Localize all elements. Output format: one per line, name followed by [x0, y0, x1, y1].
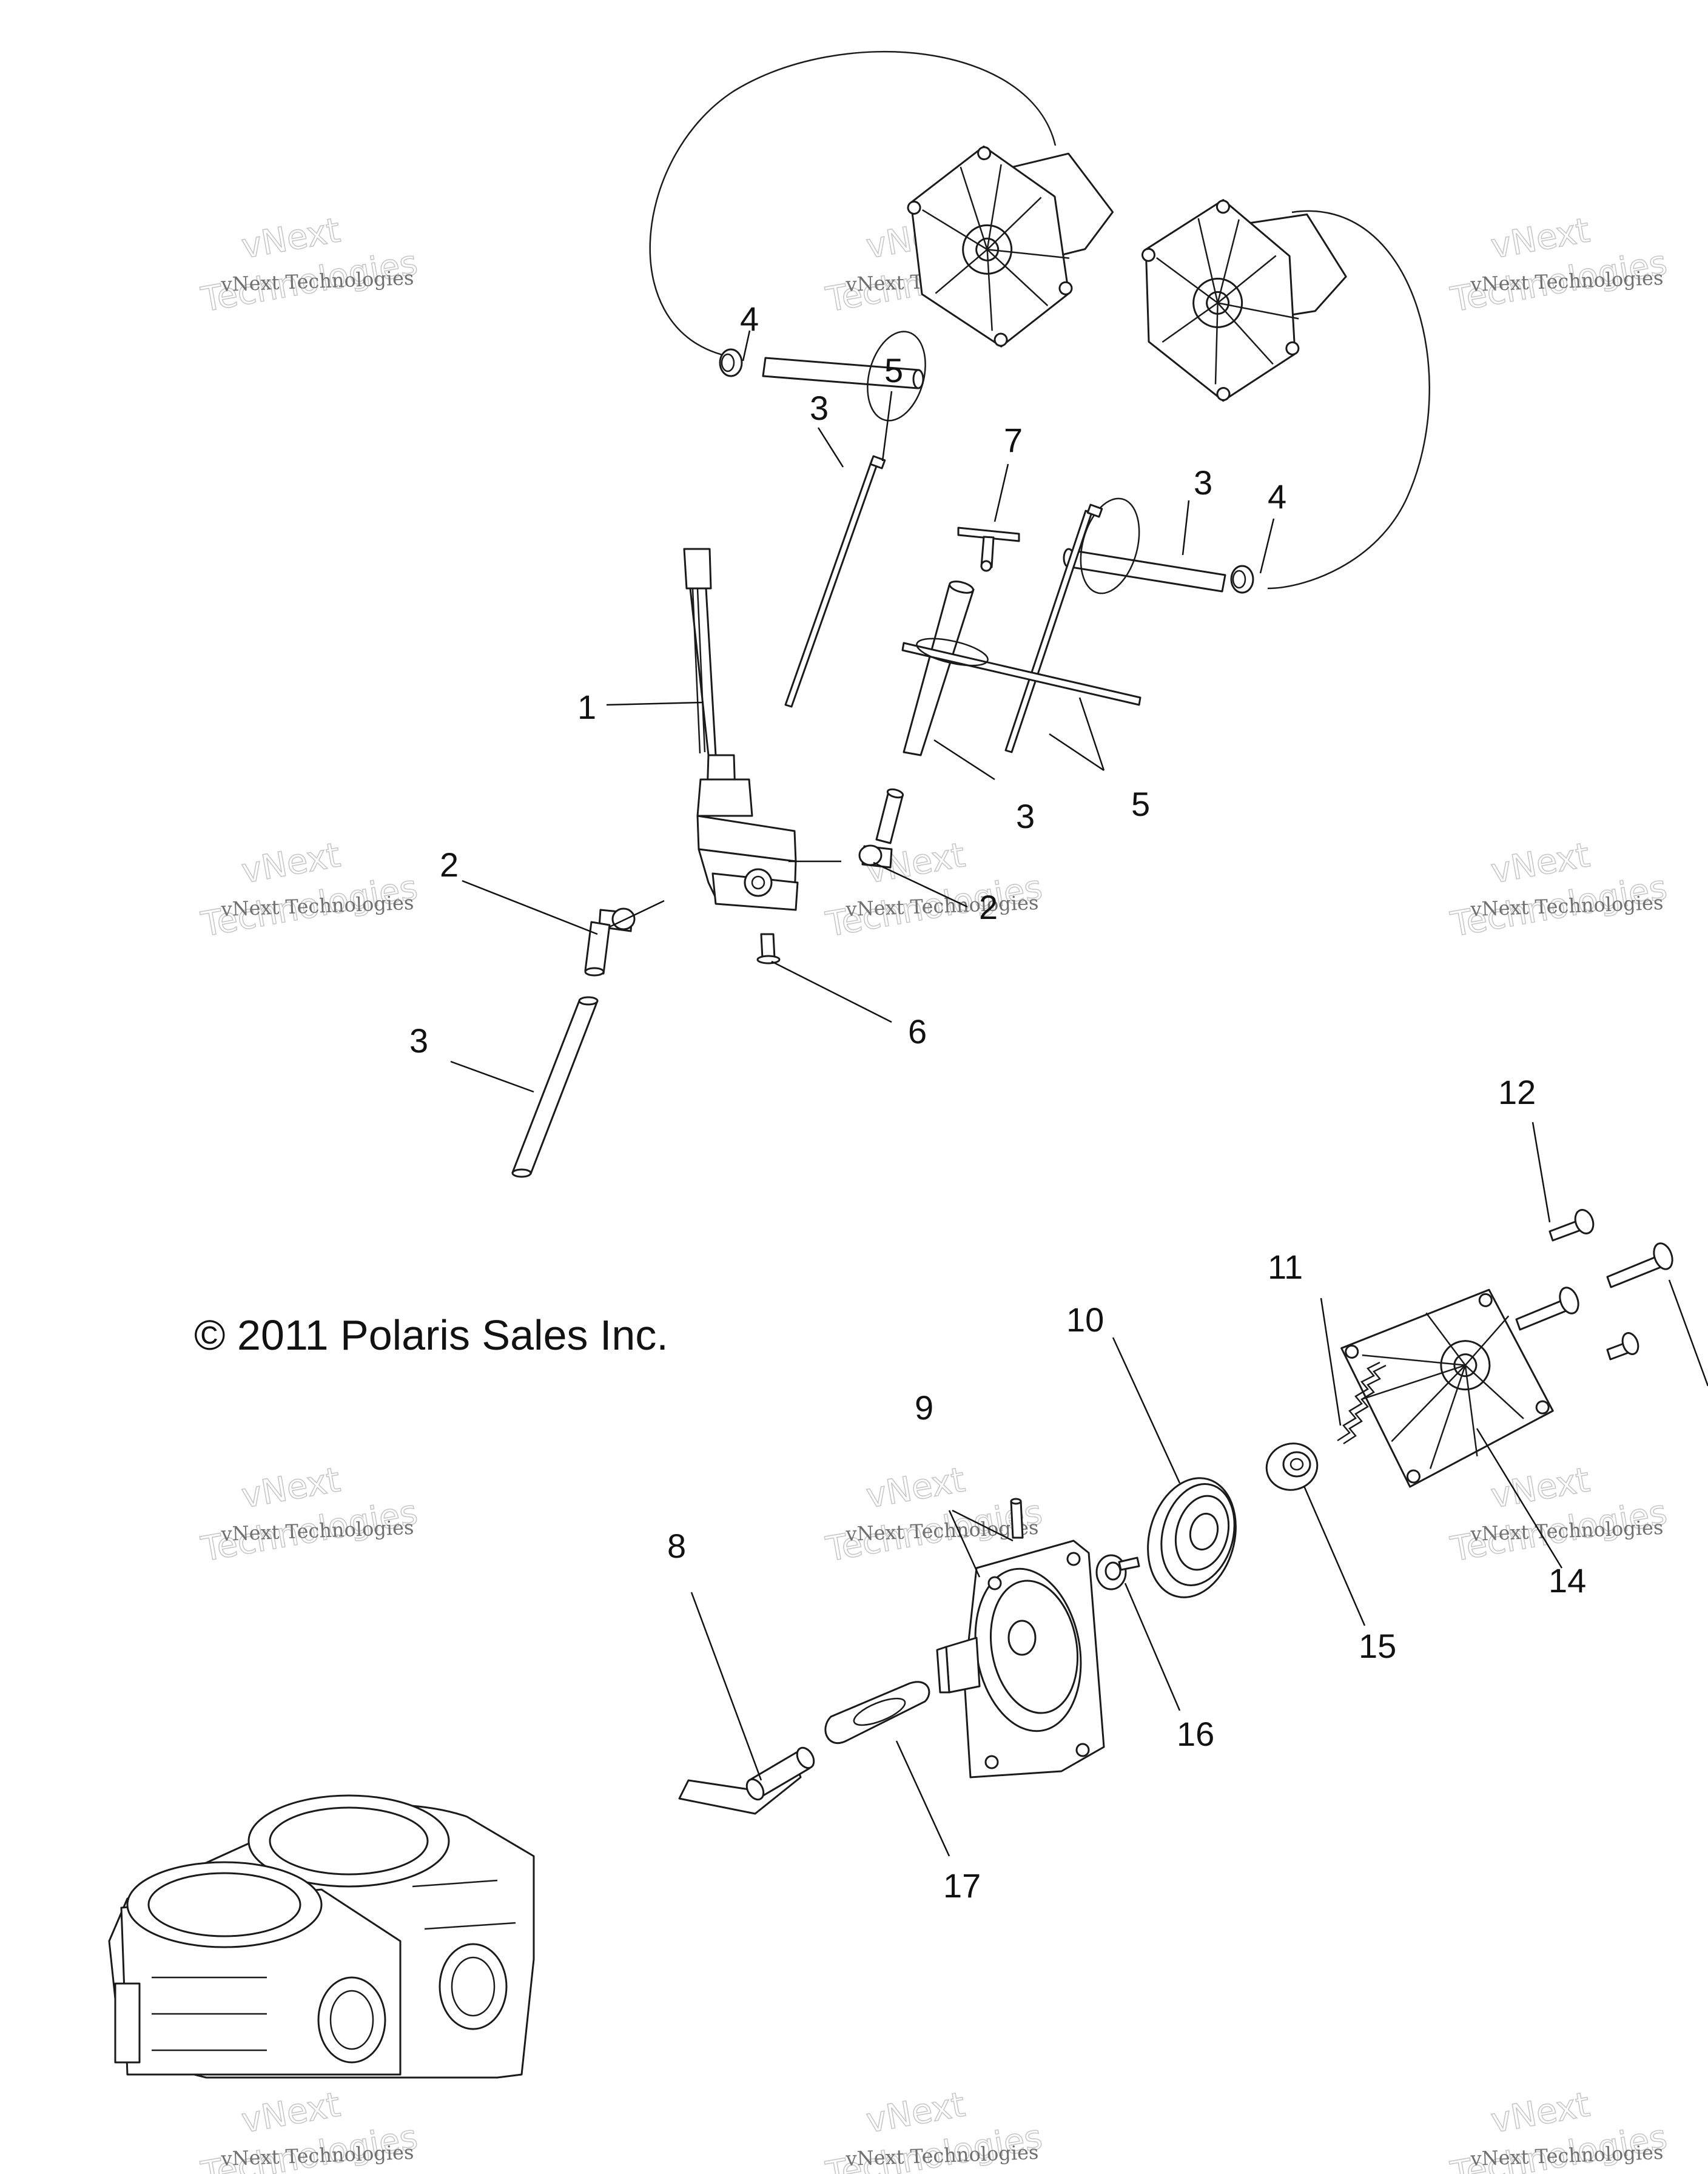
callout-17: 17: [943, 1866, 981, 1905]
bolt-long-right: [1606, 1242, 1673, 1288]
watermark-low-left: vNext Technologies: [198, 1459, 421, 1570]
plug-6: [756, 933, 781, 964]
watermark-bottom-left-label: vNext Technologies: [220, 2141, 414, 2170]
watermark-mid-right: vNext Technologies: [1447, 835, 1670, 945]
bolt-12-upper: [1548, 1209, 1595, 1242]
watermark-mid-left: vNext Technologies: [198, 835, 421, 945]
watermark-mid-right-label: vNext Technologies: [1470, 891, 1664, 921]
callout-9: 9: [915, 1388, 933, 1427]
callout-2-right: 2: [979, 888, 998, 926]
watermark-low-left-label: vNext Technologies: [220, 1516, 414, 1546]
callout-3-upper-right: 3: [1194, 463, 1212, 502]
hose-clamp-4-left: [719, 348, 743, 377]
pickup-fitting-8: [678, 1746, 815, 1815]
watermark-mid-left-label: vNext Technologies: [220, 891, 414, 921]
callout-5-lower: 5: [1131, 785, 1150, 823]
watermark-top-left: vNext Technologies: [198, 210, 421, 320]
watermark-bottom-center-label: vNext Technologies: [845, 2141, 1039, 2170]
oil-level-sensor-1: [683, 548, 799, 911]
watermark-mid-center: vNext Technologies: [822, 835, 1046, 945]
cable-tie-5-strap: [901, 638, 1141, 706]
cable-tie-5-right: [1004, 497, 1140, 753]
spring-seat-15: [1265, 1442, 1319, 1491]
callout-1: 1: [577, 688, 596, 726]
engine-block: [108, 1794, 535, 2079]
bolt-mid: [1515, 1287, 1579, 1331]
bolt-short: [1606, 1332, 1639, 1361]
callout-10: 10: [1066, 1301, 1104, 1339]
callout-4-right: 4: [1268, 477, 1286, 516]
diaphragm-10: [1147, 1477, 1237, 1598]
hose-clamp-4-right: [1230, 565, 1254, 594]
pump-body: [936, 1540, 1105, 1779]
leader-lines: [450, 330, 1708, 1857]
oil-pump-valve-upper: [907, 145, 1114, 348]
pump-cover-14: [1340, 1288, 1554, 1488]
callout-4-left: 4: [740, 300, 759, 338]
elbow-fitting-2-right: [858, 788, 904, 869]
oil-pump-valve-right: [1141, 199, 1347, 402]
watermark-top-left-label: vNext Technologies: [220, 266, 414, 296]
spring-11: [1337, 1361, 1387, 1445]
watermark-top-right: vNext Technologies: [1447, 210, 1670, 320]
callout-8: 8: [667, 1527, 686, 1565]
tee-fitting-7: [957, 527, 1020, 572]
watermark-low-right-label: vNext Technologies: [1470, 1516, 1664, 1546]
cable-tie-5-upper: [784, 331, 926, 708]
dowel-pin-9: [1010, 1498, 1024, 1539]
callout-16: 16: [1177, 1715, 1214, 1753]
hose-3-lower-left: [511, 996, 599, 1178]
callout-11: 11: [1268, 1248, 1303, 1286]
callout-3-center: 3: [1016, 797, 1035, 835]
copyright-notice: © 2011 Polaris Sales Inc.: [194, 1311, 668, 1359]
watermark-low-right: vNext Technologies: [1447, 1459, 1670, 1570]
hose-3-center: [903, 581, 975, 756]
callout-3-upper-left: 3: [810, 389, 829, 427]
watermark-bottom-right-label: vNext Technologies: [1470, 2141, 1664, 2170]
gasket-17: [824, 1681, 930, 1745]
callout-14: 14: [1548, 1561, 1586, 1600]
callout-15: 15: [1359, 1627, 1396, 1665]
hose-3-upper-right: [1063, 548, 1226, 593]
check-valve-16: [1095, 1554, 1140, 1590]
reference-arc-left: [649, 51, 1057, 359]
elbow-fitting-2-left: [584, 907, 636, 977]
callout-7: 7: [1004, 421, 1023, 459]
callout-3-lower-left: 3: [409, 1021, 428, 1060]
reference-arc-right: [1267, 210, 1430, 590]
hose-3-upper-left: [762, 357, 924, 389]
watermark-low-center-label: vNext Technologies: [845, 1516, 1039, 1546]
callout-2-left: 2: [440, 846, 459, 884]
watermark-top-right-label: vNext Technologies: [1470, 266, 1664, 296]
callout-12: 12: [1498, 1073, 1536, 1111]
callout-6: 6: [908, 1012, 927, 1051]
callout-5-upper: 5: [884, 351, 903, 389]
